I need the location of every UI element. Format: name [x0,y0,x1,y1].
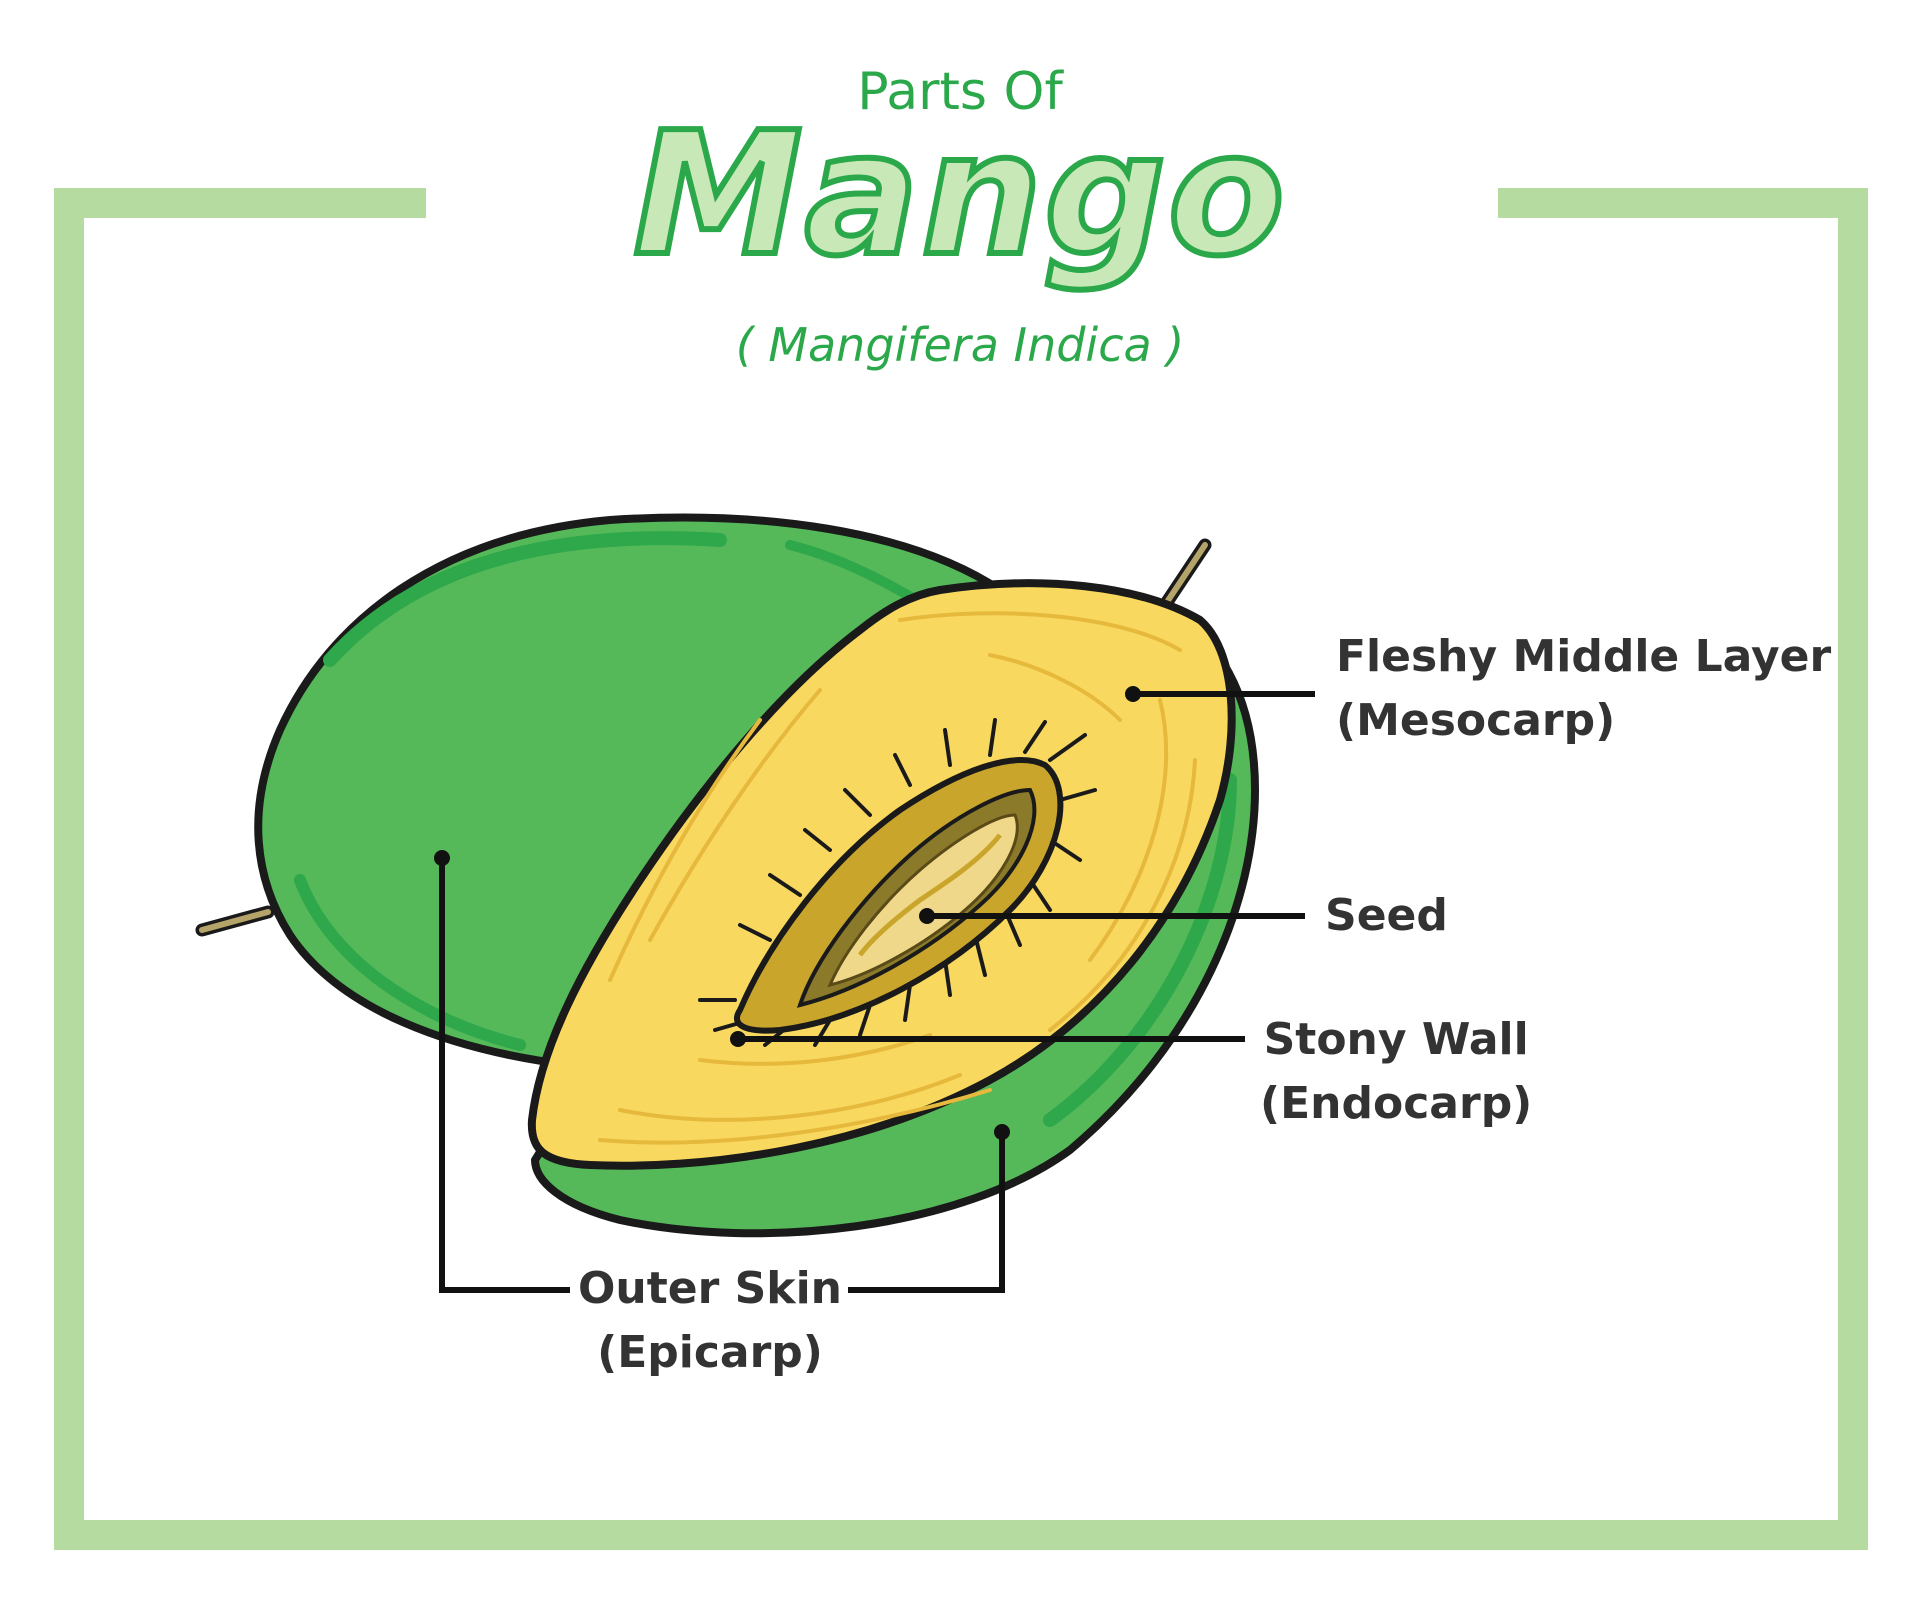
label-endocarp: Stony Wall (Endocarp) [1260,1008,1532,1136]
leader-dots [434,686,1141,1140]
frame-right [1838,188,1868,1550]
frame-top-left [54,188,426,218]
label-epicarp-name: Outer Skin [578,1263,842,1314]
label-endocarp-name: Stony Wall [1263,1014,1529,1065]
page-title: Mango [630,96,1287,294]
scientific-name: ( Mangifera Indica ) [735,318,1185,372]
label-seed-name: Seed [1325,890,1448,941]
label-endocarp-term: (Endocarp) [1260,1078,1533,1129]
dot-epicarp-left [434,850,450,866]
title-prefix: Parts Of [857,62,1063,122]
leader-lines [439,691,1315,1293]
frame-bottom [54,1520,1868,1550]
frame-left [54,188,84,1550]
label-mesocarp: Fleshy Middle Layer (Mesocarp) [1336,625,1831,753]
dot-endocarp [730,1031,746,1047]
cut-mango [527,538,1259,1238]
label-epicarp: Outer Skin (Epicarp) [572,1257,848,1385]
label-seed: Seed [1325,884,1448,948]
dot-epicarp-right [994,1124,1010,1140]
frame-top-right [1498,188,1868,218]
label-epicarp-term: (Epicarp) [597,1327,823,1378]
dot-seed [919,908,935,924]
label-mesocarp-name: Fleshy Middle Layer [1336,631,1832,682]
leader-epicarp [439,858,1005,1293]
dot-mesocarp [1125,686,1141,702]
label-mesocarp-term: (Mesocarp) [1336,695,1616,746]
